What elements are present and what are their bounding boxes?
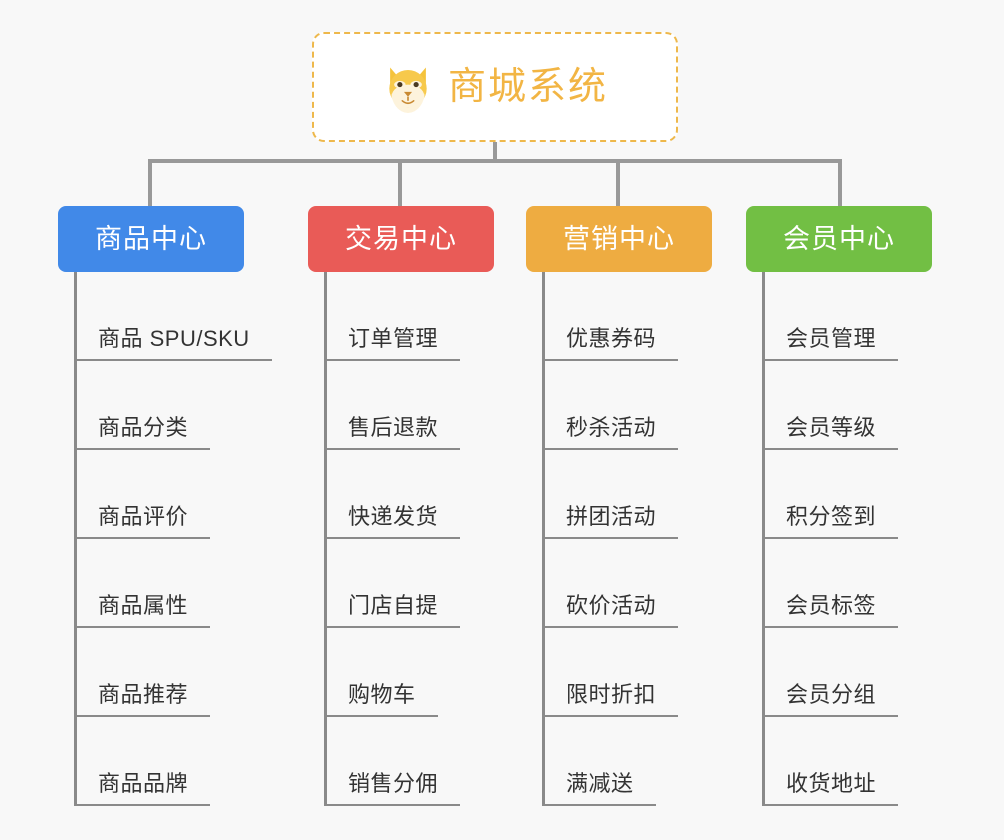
connector-drop-1: [148, 159, 152, 206]
connector-drop-4: [838, 159, 842, 206]
leaf-label: 购物车: [348, 681, 416, 707]
leaf-list-marketing: 优惠券码 秒杀活动 拼团活动 砍价活动 限时折扣 满减送: [526, 272, 712, 806]
leaf-label: 优惠券码: [566, 325, 657, 351]
leaf-label: 会员分组: [786, 681, 877, 707]
list-item[interactable]: 快递发货: [308, 450, 494, 539]
leaf-label: 商品品牌: [98, 770, 189, 796]
list-item[interactable]: 订单管理: [308, 272, 494, 361]
leaf-label: 积分签到: [786, 503, 877, 529]
leaf-label: 秒杀活动: [566, 414, 657, 440]
leaf-trunk-line: [74, 272, 77, 806]
list-item[interactable]: 会员等级: [746, 361, 932, 450]
root-title: 商城系统: [447, 66, 608, 108]
leaf-label: 售后退款: [348, 414, 439, 440]
list-item[interactable]: 商品 SPU/SKU: [58, 272, 272, 361]
leaf-label: 快递发货: [348, 503, 439, 529]
list-item[interactable]: 会员分组: [746, 628, 932, 717]
list-item[interactable]: 积分签到: [746, 450, 932, 539]
leaf-label: 限时折扣: [566, 681, 657, 707]
leaf-label: 商品分类: [98, 414, 189, 440]
leaf-label: 拼团活动: [566, 503, 657, 529]
leaf-label: 会员标签: [786, 592, 877, 618]
leaf-label: 收货地址: [786, 770, 877, 796]
leaf-label: 会员等级: [786, 414, 877, 440]
list-item[interactable]: 会员管理: [746, 272, 932, 361]
list-item[interactable]: 限时折扣: [526, 628, 712, 717]
list-item[interactable]: 砍价活动: [526, 539, 712, 628]
leaf-label: 销售分佣: [348, 770, 439, 796]
dog-face-icon: [382, 61, 434, 113]
list-item[interactable]: 售后退款: [308, 361, 494, 450]
list-item[interactable]: 商品属性: [58, 539, 244, 628]
list-item[interactable]: 门店自提: [308, 539, 494, 628]
connector-root-stem: [493, 142, 497, 162]
leaf-label: 订单管理: [348, 325, 439, 351]
category-header-trade[interactable]: 交易中心: [308, 206, 494, 272]
list-item[interactable]: 满减送: [526, 717, 712, 806]
category-label: 会员中心: [783, 223, 895, 254]
leaf-list-products: 商品 SPU/SKU 商品分类 商品评价 商品属性 商品推荐 商品品牌: [58, 272, 272, 806]
category-header-marketing[interactable]: 营销中心: [526, 206, 712, 272]
leaf-list-member: 会员管理 会员等级 积分签到 会员标签 会员分组 收货地址: [746, 272, 932, 806]
category-column-marketing: 营销中心 优惠券码 秒杀活动 拼团活动 砍价活动 限时折扣 满减送: [526, 206, 712, 806]
connector-drop-2: [398, 159, 402, 206]
category-label: 商品中心: [95, 223, 207, 254]
category-header-products[interactable]: 商品中心: [58, 206, 244, 272]
leaf-label: 商品推荐: [98, 681, 189, 707]
category-label: 交易中心: [345, 223, 457, 254]
list-item[interactable]: 销售分佣: [308, 717, 494, 806]
category-header-member[interactable]: 会员中心: [746, 206, 932, 272]
list-item[interactable]: 商品推荐: [58, 628, 244, 717]
list-item[interactable]: 商品分类: [58, 361, 244, 450]
list-item[interactable]: 拼团活动: [526, 450, 712, 539]
list-item[interactable]: 购物车: [308, 628, 494, 717]
leaf-label: 商品属性: [98, 592, 189, 618]
leaf-label: 会员管理: [786, 325, 877, 351]
list-item[interactable]: 商品评价: [58, 450, 244, 539]
leaf-trunk-line: [542, 272, 545, 806]
leaf-list-trade: 订单管理 售后退款 快递发货 门店自提 购物车 销售分佣: [308, 272, 494, 806]
category-label: 营销中心: [563, 223, 675, 254]
list-item[interactable]: 商品品牌: [58, 717, 244, 806]
list-item[interactable]: 会员标签: [746, 539, 932, 628]
list-item[interactable]: 优惠券码: [526, 272, 712, 361]
leaf-trunk-line: [762, 272, 765, 806]
leaf-label: 门店自提: [348, 592, 439, 618]
category-column-member: 会员中心 会员管理 会员等级 积分签到 会员标签 会员分组 收货地址: [746, 206, 932, 806]
connector-drop-3: [616, 159, 620, 206]
root-node[interactable]: 商城系统: [312, 32, 678, 142]
connector-horizontal-bus: [148, 159, 842, 163]
leaf-trunk-line: [324, 272, 327, 806]
category-column-products: 商品中心 商品 SPU/SKU 商品分类 商品评价 商品属性 商品推荐 商品品牌: [58, 206, 272, 806]
category-column-trade: 交易中心 订单管理 售后退款 快递发货 门店自提 购物车 销售分佣: [308, 206, 494, 806]
leaf-label: 砍价活动: [566, 592, 657, 618]
list-item[interactable]: 秒杀活动: [526, 361, 712, 450]
leaf-label: 商品 SPU/SKU: [98, 325, 250, 351]
leaf-label: 商品评价: [98, 503, 189, 529]
leaf-label: 满减送: [566, 770, 634, 796]
list-item[interactable]: 收货地址: [746, 717, 932, 806]
